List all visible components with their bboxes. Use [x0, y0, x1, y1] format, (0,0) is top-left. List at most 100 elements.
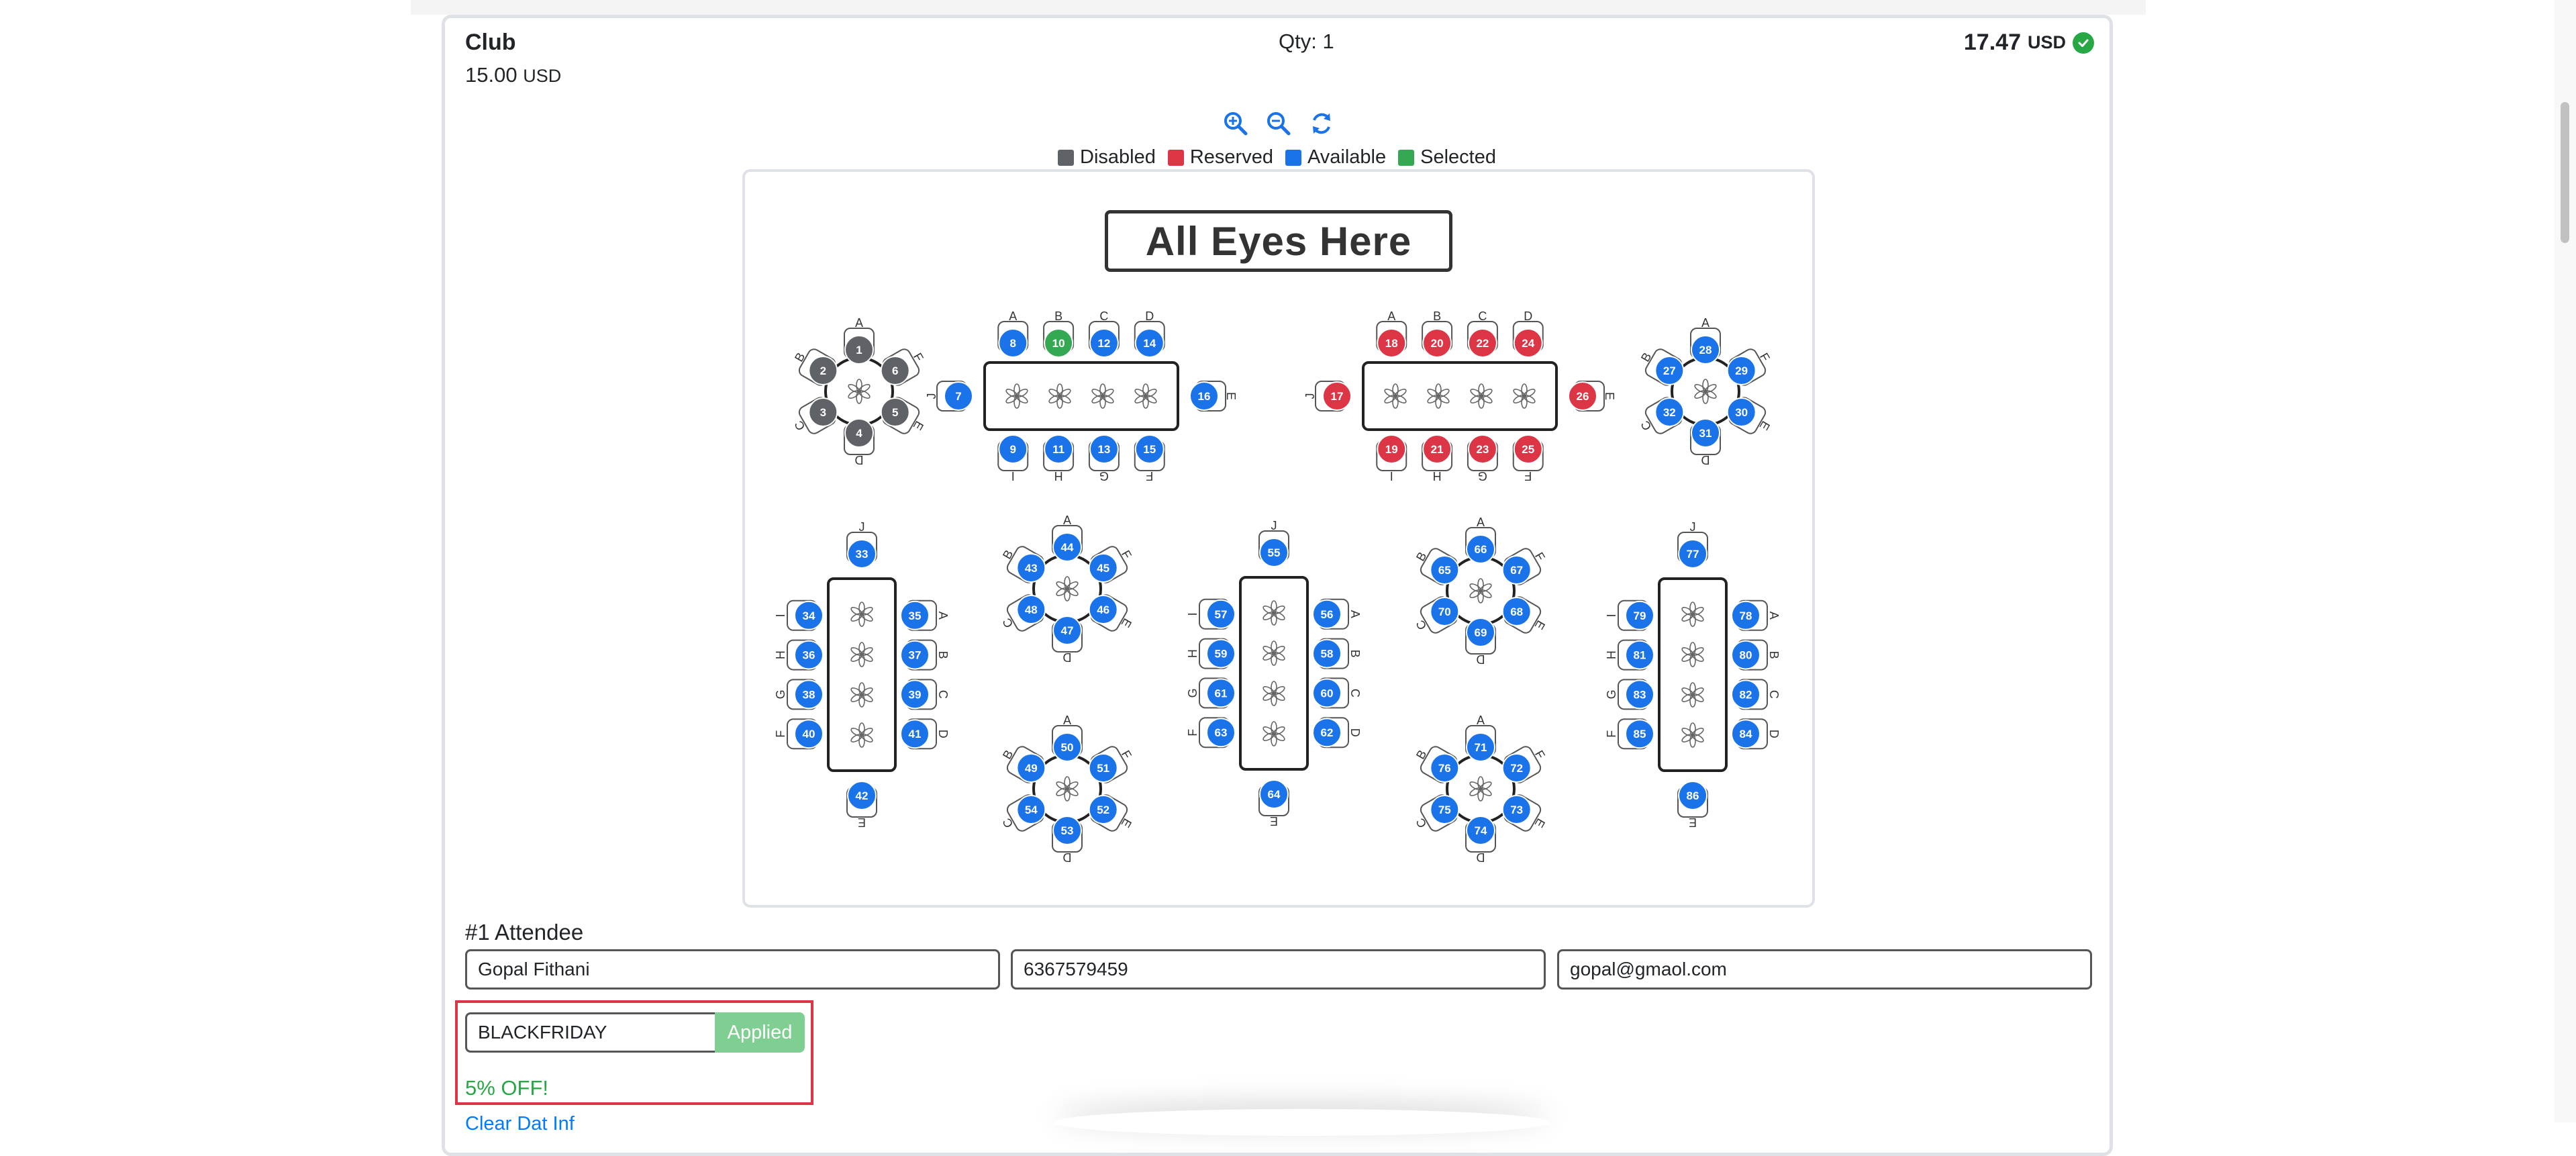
- seat-40[interactable]: 40: [787, 718, 824, 750]
- seat-13[interactable]: 13: [1088, 434, 1120, 471]
- seat-71[interactable]: 71: [1465, 725, 1496, 762]
- seat-74[interactable]: 74: [1465, 816, 1496, 853]
- seat-59[interactable]: 59: [1199, 638, 1236, 669]
- seat-72[interactable]: 72: [1501, 744, 1542, 785]
- seat-17[interactable]: 17: [1315, 381, 1352, 412]
- seat-57[interactable]: 57: [1199, 598, 1236, 630]
- attendee-phone-input[interactable]: [1011, 949, 1546, 990]
- seat-33[interactable]: 33: [846, 532, 877, 569]
- seat-34[interactable]: 34: [787, 599, 824, 631]
- seat-29[interactable]: 29: [1726, 347, 1767, 387]
- seat-10[interactable]: 10: [1043, 321, 1075, 358]
- seat-64[interactable]: 64: [1258, 779, 1289, 816]
- seat-55[interactable]: 55: [1258, 530, 1289, 567]
- seat-73[interactable]: 73: [1501, 793, 1542, 833]
- seat-19[interactable]: 19: [1376, 434, 1407, 471]
- seat-76[interactable]: 76: [1419, 744, 1460, 785]
- seat-8[interactable]: 8: [997, 321, 1029, 358]
- seat-6[interactable]: 6: [880, 347, 921, 387]
- seat-36[interactable]: 36: [787, 639, 824, 671]
- seat-66[interactable]: 66: [1465, 527, 1496, 564]
- seat-42[interactable]: 42: [846, 781, 877, 818]
- seat-number: 36: [803, 649, 815, 662]
- seat-83[interactable]: 83: [1618, 679, 1654, 710]
- seat-45[interactable]: 45: [1088, 544, 1129, 585]
- seat-63[interactable]: 63: [1199, 717, 1236, 749]
- seat-18[interactable]: 18: [1376, 321, 1407, 358]
- seat-37[interactable]: 37: [900, 639, 937, 671]
- seat-32[interactable]: 32: [1644, 395, 1685, 436]
- product-name: Club: [465, 30, 516, 55]
- seat-9[interactable]: 9: [997, 434, 1029, 471]
- seat-86[interactable]: 86: [1677, 781, 1708, 818]
- seat-21[interactable]: 21: [1422, 434, 1453, 471]
- seat-23[interactable]: 23: [1467, 434, 1498, 471]
- seat-39[interactable]: 39: [900, 679, 937, 710]
- seat-52[interactable]: 52: [1088, 793, 1129, 833]
- seat-25[interactable]: 25: [1512, 434, 1544, 471]
- seat-67[interactable]: 67: [1501, 546, 1542, 587]
- seat-58[interactable]: 58: [1312, 638, 1349, 669]
- seat-7[interactable]: 7: [936, 381, 973, 412]
- seat-43[interactable]: 43: [1005, 544, 1046, 585]
- seat-82[interactable]: 82: [1731, 679, 1768, 710]
- promo-applied-button[interactable]: Applied: [715, 1012, 805, 1053]
- scrollbar-thumb[interactable]: [2561, 102, 2569, 243]
- seat-77[interactable]: 77: [1677, 532, 1708, 569]
- seat-41[interactable]: 41: [900, 718, 937, 750]
- seat-80[interactable]: 80: [1731, 639, 1768, 671]
- seat-22[interactable]: 22: [1467, 321, 1498, 358]
- seat-16[interactable]: 16: [1189, 381, 1226, 412]
- seat-44[interactable]: 44: [1052, 525, 1083, 562]
- seat-68[interactable]: 68: [1501, 595, 1542, 635]
- attendee-email-input[interactable]: [1557, 949, 2092, 990]
- zoom-out-icon[interactable]: [1266, 111, 1291, 136]
- seat-85[interactable]: 85: [1618, 718, 1654, 750]
- seat-50[interactable]: 50: [1052, 725, 1083, 762]
- seat-5[interactable]: 5: [880, 395, 921, 436]
- seat-61[interactable]: 61: [1199, 677, 1236, 709]
- seat-49[interactable]: 49: [1005, 744, 1046, 785]
- refresh-icon[interactable]: [1309, 111, 1334, 136]
- seat-48[interactable]: 48: [1005, 593, 1046, 633]
- seat-2[interactable]: 2: [797, 347, 838, 387]
- seat-27[interactable]: 27: [1644, 347, 1685, 387]
- seat-35[interactable]: 35: [900, 599, 937, 631]
- seat-number: 43: [1025, 562, 1038, 575]
- seat-26[interactable]: 26: [1568, 381, 1605, 412]
- seat-11[interactable]: 11: [1043, 434, 1075, 471]
- seat-53[interactable]: 53: [1052, 816, 1083, 853]
- seat-20[interactable]: 20: [1422, 321, 1453, 358]
- seat-78[interactable]: 78: [1731, 599, 1768, 631]
- seat-51[interactable]: 51: [1088, 744, 1129, 785]
- seat-1[interactable]: 1: [844, 328, 875, 365]
- seat-12[interactable]: 12: [1088, 321, 1120, 358]
- seat-65[interactable]: 65: [1419, 546, 1460, 587]
- seat-54[interactable]: 54: [1005, 793, 1046, 833]
- seat-31[interactable]: 31: [1690, 418, 1721, 455]
- clear-link[interactable]: Clear Dat Inf: [465, 1113, 575, 1135]
- seat-28[interactable]: 28: [1690, 328, 1721, 365]
- zoom-in-icon[interactable]: [1223, 111, 1248, 136]
- seat-4[interactable]: 4: [844, 418, 875, 455]
- seat-75[interactable]: 75: [1419, 793, 1460, 833]
- seat-47[interactable]: 47: [1052, 616, 1083, 653]
- seat-30[interactable]: 30: [1726, 395, 1767, 436]
- attendee-name-input[interactable]: [465, 949, 1000, 990]
- seat-84[interactable]: 84: [1731, 718, 1768, 750]
- seat-81[interactable]: 81: [1618, 639, 1654, 671]
- seat-38[interactable]: 38: [787, 679, 824, 710]
- seat-56[interactable]: 56: [1312, 598, 1349, 630]
- seat-3[interactable]: 3: [797, 395, 838, 436]
- legend-label: Available: [1307, 146, 1387, 168]
- promo-code-input[interactable]: [465, 1012, 716, 1053]
- seat-62[interactable]: 62: [1312, 717, 1349, 749]
- seat-69[interactable]: 69: [1465, 618, 1496, 655]
- seat-15[interactable]: 15: [1134, 434, 1165, 471]
- seat-79[interactable]: 79: [1618, 599, 1654, 631]
- seat-70[interactable]: 70: [1419, 595, 1460, 635]
- seat-60[interactable]: 60: [1312, 677, 1349, 709]
- seat-24[interactable]: 24: [1512, 321, 1544, 358]
- seat-46[interactable]: 46: [1088, 593, 1129, 633]
- seat-14[interactable]: 14: [1134, 321, 1165, 358]
